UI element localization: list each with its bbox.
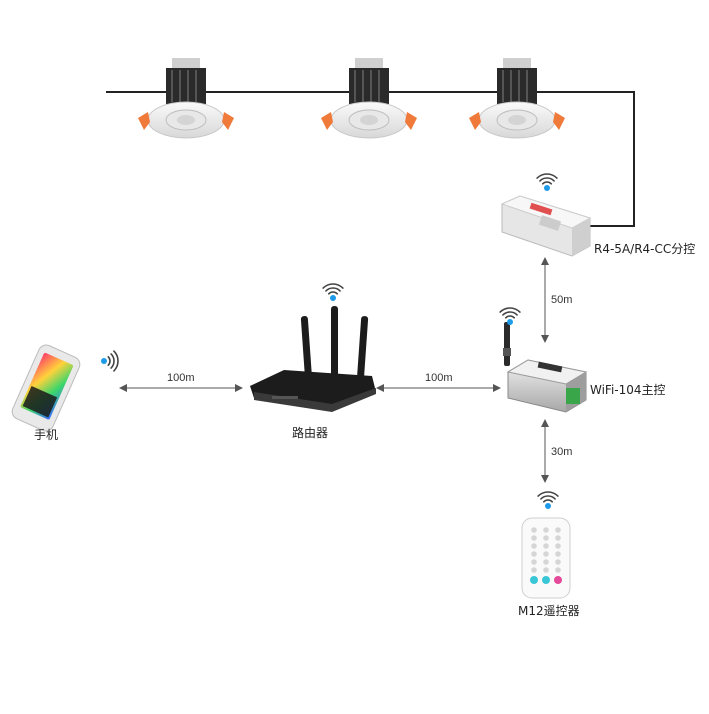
remote-button [531,551,537,557]
remote-button [543,543,549,549]
distance-arrows [119,257,549,483]
distance-master-remote: 30m [551,446,573,458]
downlight-2 [321,58,417,139]
wifi-104-master-device [503,322,588,413]
remote-button [555,559,561,565]
phone-device [11,344,81,432]
phone-label: 手机 [34,428,59,442]
remote-button [531,543,537,549]
downlight-3 [469,58,565,139]
wifi-signal-icons [101,173,559,509]
wifi-icon-r4 [536,173,558,191]
remote-button-grid [530,527,562,584]
m12-remote-device [521,517,571,599]
remote-button [555,535,561,541]
remote-color-button [530,576,538,584]
wifi-icon-phone [101,350,119,372]
remote-button [531,535,537,541]
distance-master-r4: 50m [551,294,573,306]
remote-button [543,551,549,557]
distance-phone-router: 100m [167,372,195,384]
downlight-1 [138,58,234,139]
router-label: 路由器 [292,426,329,440]
wifi-icon-router [322,283,344,301]
remote-button [543,559,549,565]
remote-color-button [554,576,562,584]
wifi-icon-master [499,307,521,325]
distance-router-master: 100m [425,372,453,384]
remote-button [555,527,561,533]
remote-button [543,567,549,573]
remote-button [555,551,561,557]
router-device [250,306,376,412]
remote-button [531,559,537,565]
r4-receiver-label: R4-5A/R4-CC分控 [594,242,696,256]
remote-button [531,527,537,533]
r4-receiver-device [500,195,592,257]
wifi-master-label: WiFi-104主控 [590,383,666,397]
remote-button [555,567,561,573]
remote-color-button [542,576,550,584]
remote-button [543,535,549,541]
wifi-icon-remote [537,491,559,509]
remote-button [555,543,561,549]
remote-label: M12遥控器 [518,604,580,618]
remote-button [531,567,537,573]
remote-button [543,527,549,533]
